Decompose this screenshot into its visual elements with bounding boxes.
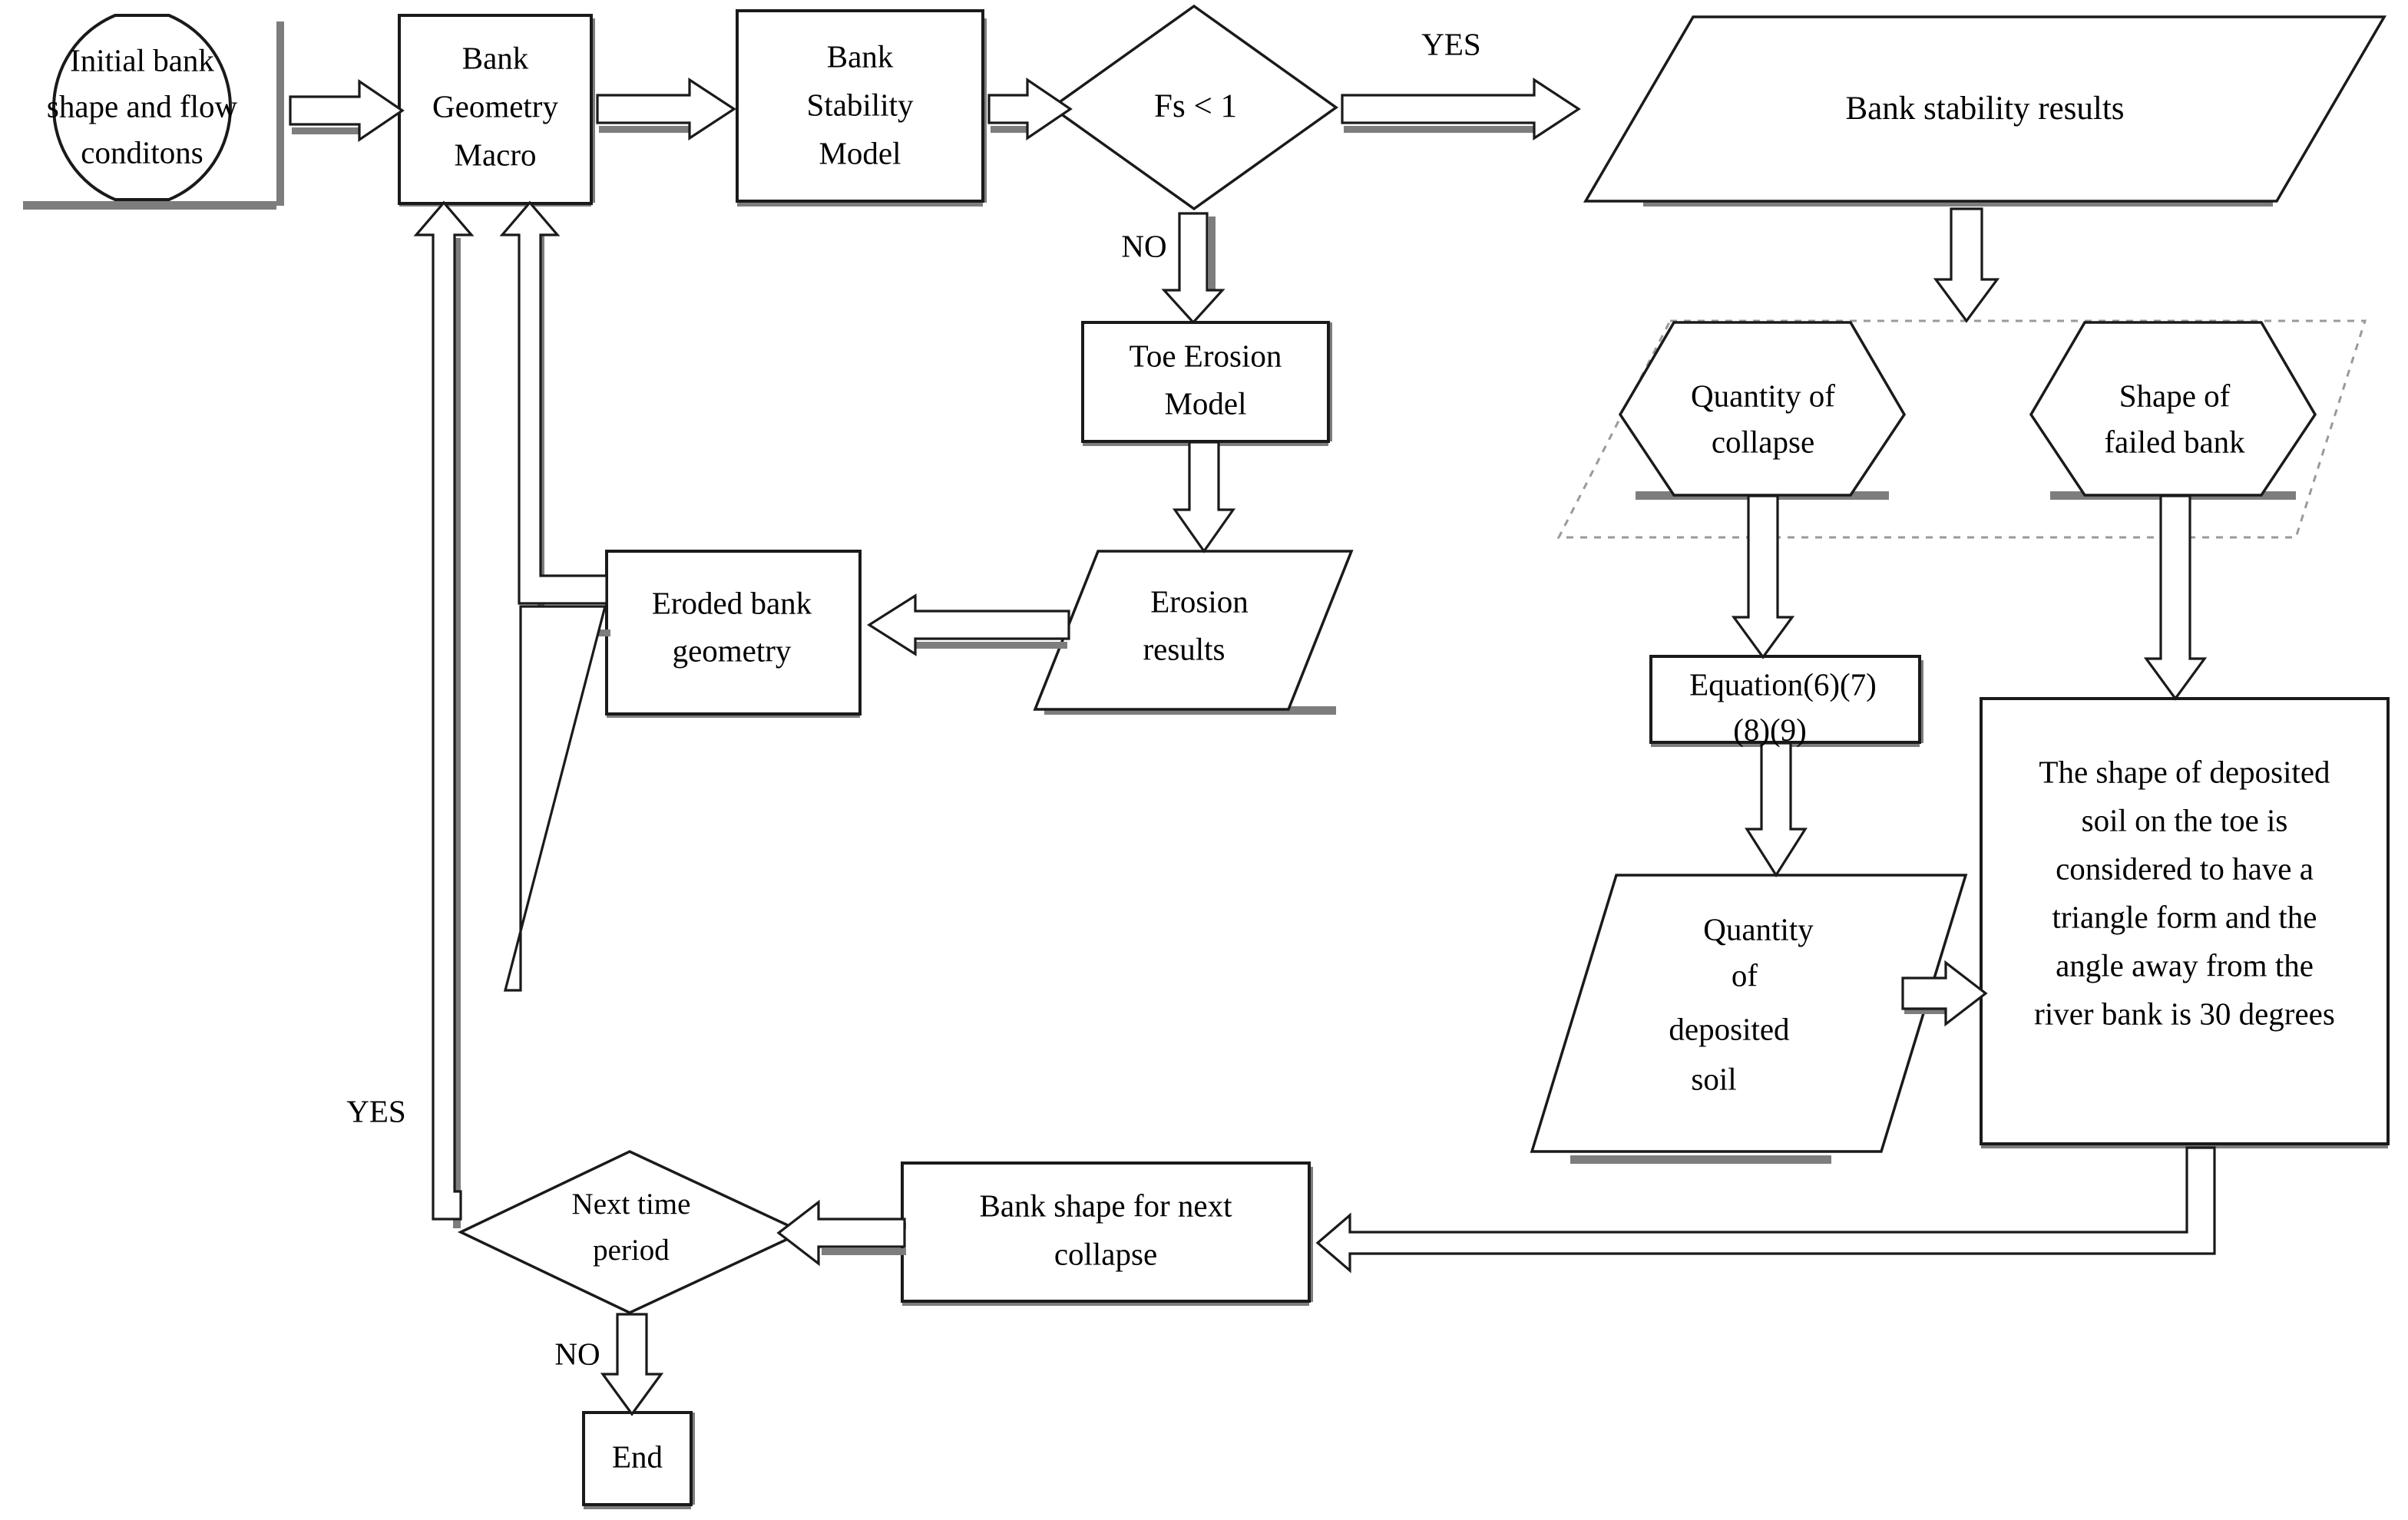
edge-label-fs-yes: YES: [1421, 26, 1480, 61]
node-start-line-3: conditons: [81, 134, 203, 170]
node-quantity-of-collapse-shape: [1618, 321, 1907, 497]
node-bank-shape-next-collapse-shape: [901, 1161, 1311, 1303]
node-shape-of-failed-bank-line-2: failed bank: [2104, 424, 2245, 459]
edge-next-time-yes-to-macro: [413, 200, 475, 1228]
edge-stability-to-fs: [987, 77, 1073, 141]
edge-results-to-collapse-group: [1933, 207, 2000, 323]
node-bank-geometry-macro-line-3: Macro: [454, 137, 536, 172]
node-bank-stability-model-shape: [736, 9, 984, 203]
node-deposited-soil-note-line-4: triangle form and the: [2052, 899, 2317, 934]
node-toe-erosion-model-line-1: Toe Erosion: [1130, 338, 1282, 373]
node-eroded-bank-geometry-line-2: geometry: [673, 633, 792, 668]
node-equation-box-shape: [1649, 655, 1921, 744]
node-bank-stability-model-line-1: Bank: [827, 38, 894, 74]
node-end-label: End: [612, 1439, 663, 1474]
node-toe-erosion-model-shape: [1081, 321, 1330, 443]
node-bank-stability-model-line-2: Stability: [807, 87, 914, 122]
edge-eroded-geometry-to-macro: [499, 200, 610, 992]
edge-bank-shape-to-next-time: [776, 1199, 906, 1267]
node-eroded-bank-geometry-shape: [605, 550, 862, 715]
node-shape-of-failed-bank-shape: [2029, 321, 2317, 497]
node-next-time-period-line-1: Next time: [572, 1188, 691, 1221]
node-quantity-of-collapse-line-1: Quantity of: [1691, 378, 1835, 413]
node-fs-decision-label: Fs < 1: [1154, 88, 1237, 124]
node-erosion-results-shape: [1033, 550, 1354, 711]
node-equation-box-line-1: Equation(6)(7): [1689, 666, 1877, 702]
node-quantity-of-deposited-soil-shape: [1530, 874, 1968, 1153]
node-erosion-results-line-1: Erosion: [1150, 583, 1249, 619]
edge-macro-to-stability: [596, 78, 736, 140]
node-next-time-period-shape: [457, 1150, 806, 1314]
node-deposited-soil-note-shape: [1980, 697, 2390, 1145]
edge-deposited-soil-to-note: [1901, 960, 1988, 1027]
node-quantity-of-deposited-soil-line-2: of: [1732, 957, 1758, 993]
edge-collapse-to-equation: [1731, 494, 1795, 659]
node-end-shape: [582, 1411, 693, 1506]
node-deposited-soil-note-line-1: The shape of deposited: [2039, 754, 2330, 789]
edge-toe-erosion-to-erosion-results: [1172, 441, 1236, 553]
edge-note-to-bank-shape-next: [1315, 1146, 2216, 1274]
edge-start-to-macro: [289, 78, 405, 143]
node-start-line-1: Initial bank: [70, 42, 214, 78]
node-quantity-of-deposited-soil-line-1: Quantity: [1703, 911, 1814, 947]
node-bank-stability-results-label: Bank stability results: [1845, 91, 2124, 127]
node-bank-shape-next-collapse-line-1: Bank shape for next: [979, 1188, 1232, 1223]
node-deposited-soil-note-line-5: angle away from the: [2056, 947, 2314, 983]
node-bank-stability-results-shape: [1583, 15, 2387, 203]
node-next-time-period-line-2: period: [593, 1234, 670, 1267]
edge-label-next-time-yes: YES: [346, 1093, 405, 1128]
edge-label-next-time-no: NO: [554, 1336, 600, 1371]
node-fs-decision-shape: [1049, 4, 1339, 211]
node-start-line-2: shape and flow: [47, 88, 238, 124]
node-start-shape: [52, 14, 232, 201]
edge-fs-yes-to-results: [1341, 78, 1581, 140]
edge-fs-no-to-toe-erosion: [1161, 212, 1226, 325]
node-bank-geometry-macro-line-2: Geometry: [432, 88, 558, 124]
edge-equation-to-deposited-soil: [1745, 742, 1808, 877]
node-eroded-bank-geometry-line-1: Eroded bank: [652, 585, 812, 620]
node-bank-geometry-macro-line-1: Bank: [462, 40, 529, 75]
node-shape-of-failed-bank-line-1: Shape of: [2119, 378, 2231, 413]
node-erosion-results-line-2: results: [1143, 631, 1225, 666]
node-quantity-of-deposited-soil-line-4: soil: [1691, 1061, 1736, 1096]
node-quantity-of-deposited-soil-line-3: deposited: [1669, 1011, 1789, 1046]
node-toe-erosion-model-line-2: Model: [1164, 385, 1246, 421]
edge-erosion-results-to-eroded-geometry: [867, 593, 1070, 656]
edge-failed-bank-to-note: [2143, 494, 2208, 701]
node-bank-shape-next-collapse-line-2: collapse: [1054, 1236, 1157, 1271]
node-bank-stability-model-line-3: Model: [819, 135, 901, 170]
node-equation-box-line-2: (8)(9): [1733, 712, 1807, 747]
node-deposited-soil-note-line-6: river bank is 30 degrees: [2034, 996, 2335, 1031]
edge-label-fs-no: NO: [1121, 228, 1166, 263]
node-deposited-soil-note-line-2: soil on the toe is: [2082, 802, 2288, 838]
node-quantity-of-collapse-line-2: collapse: [1712, 424, 1814, 459]
edge-next-time-no-to-end: [600, 1313, 664, 1416]
node-deposited-soil-note-line-3: considered to have a: [2056, 851, 2314, 886]
